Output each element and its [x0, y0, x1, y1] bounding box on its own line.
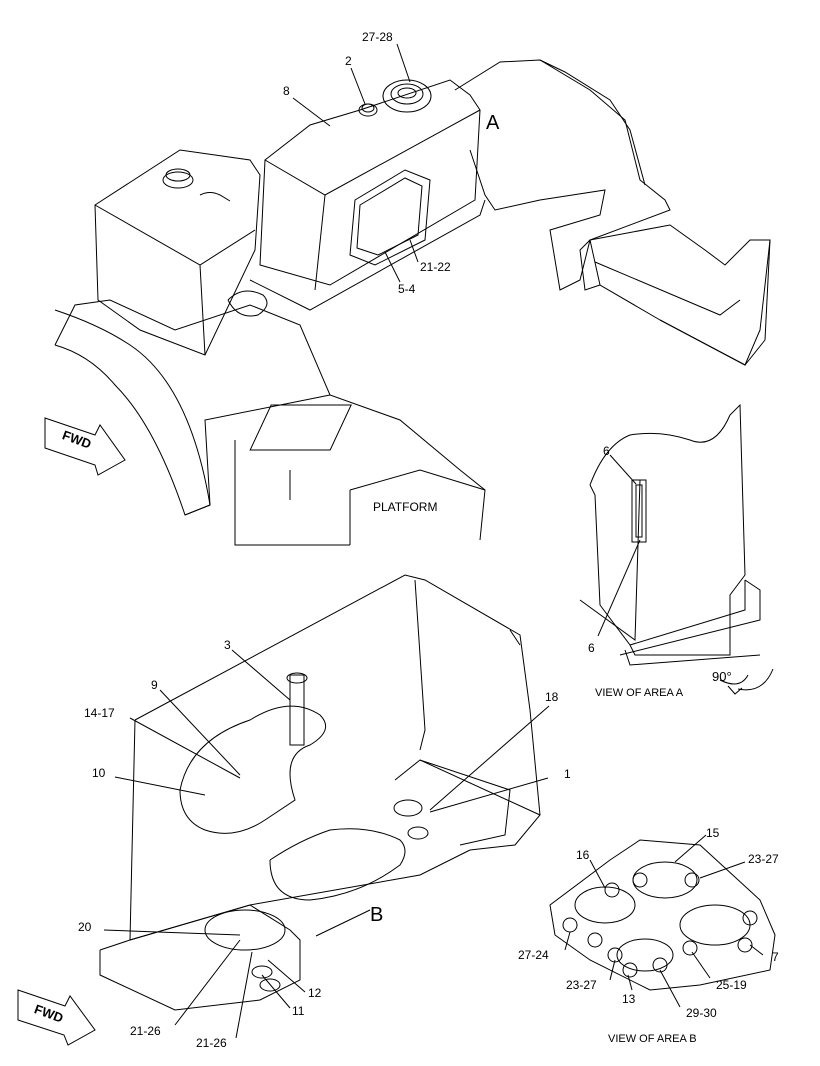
callout-10: 10: [92, 766, 106, 780]
callout-16: 16: [576, 848, 590, 862]
platform-deck: [55, 300, 485, 545]
callout-14-17: 14-17: [84, 706, 115, 720]
leader-lines: [104, 44, 763, 1038]
center-tank: [250, 80, 485, 310]
platform-label: PLATFORM: [373, 500, 438, 514]
callout-13: 13: [622, 992, 636, 1006]
callout-29-30: 29-30: [686, 1006, 717, 1020]
fwd-arrow-top: [45, 418, 125, 475]
callout-23-27-b: 23-27: [566, 978, 597, 992]
filler-cap: [359, 80, 431, 116]
callout-5-4: 5-4: [398, 282, 416, 296]
callout-6-bottom: 6: [588, 641, 595, 655]
callout-21-22: 21-22: [420, 260, 451, 274]
view-area-b-caption: VIEW OF AREA B: [608, 1033, 697, 1045]
callout-7: 7: [772, 950, 779, 964]
callout-27-28-top: 27-28: [362, 30, 393, 44]
callout-23-27-a: 23-27: [748, 852, 779, 866]
lower-tank: [100, 575, 540, 1010]
left-tank: [95, 150, 267, 355]
callout-1: 1: [564, 767, 571, 781]
callout-15: 15: [706, 826, 720, 840]
callout-12: 12: [308, 986, 322, 1000]
area-b-marker: B: [370, 904, 384, 926]
callout-18: 18: [545, 690, 559, 704]
callout-9: 9: [151, 678, 158, 692]
frame-rear-arm: [455, 60, 770, 365]
view-area-a-figure: [580, 405, 773, 694]
callout-11: 11: [292, 1004, 305, 1018]
callout-20: 20: [78, 920, 92, 934]
callout-8: 8: [283, 84, 290, 98]
callout-25-19: 25-19: [716, 978, 747, 992]
fwd-arrow-bottom: [18, 990, 95, 1045]
callout-3: 3: [224, 638, 231, 652]
callout-6-top: 6: [603, 444, 610, 458]
view-area-a-caption: VIEW OF AREA A: [595, 687, 684, 699]
callout-27-24: 27-24: [518, 948, 549, 962]
callout-21-26-b: 21-26: [196, 1036, 227, 1050]
rotation-90-label: 90°: [712, 669, 732, 684]
view-area-b-figure: [550, 840, 775, 990]
callout-21-26-a: 21-26: [130, 1024, 161, 1038]
callout-2: 2: [345, 54, 352, 68]
area-a-marker: A: [486, 112, 500, 134]
